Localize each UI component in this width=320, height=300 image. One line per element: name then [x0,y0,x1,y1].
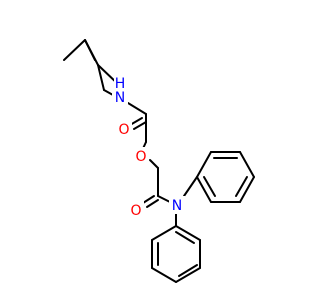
atom-o-amide-2-label: O [130,203,141,219]
bond-carbonyl2-o-2 [146,199,159,208]
ring1-edge-4 [239,176,255,203]
ring2-edge-6 [175,225,201,241]
atom-o-ether-label: O [135,149,146,165]
ring2-inner-3 [175,231,195,244]
phenyl-ring-upper [183,151,255,203]
bond-carbonyl-o-2 [133,121,147,130]
bond-nh-carbonyl [127,102,147,115]
atom-nh: N H [112,76,128,106]
isopentyl-chain [63,39,120,96]
ring2-edge-4 [175,267,201,283]
atom-o-amide-2: O [128,201,144,219]
bond-carbonyl2-o-1 [142,195,155,204]
molecule-canvas: N H O O O N [63,39,255,283]
atom-o-ether: O [133,147,149,165]
ring1-edge-3 [239,151,255,178]
ring1-edge-6 [196,176,212,203]
bond-ether-o-ch2 [149,159,159,169]
ring1-inner-2 [235,176,248,197]
ring1-inner-3 [203,176,216,197]
phenyl-ring-lower [151,211,201,283]
atom-n-diphenyl: N [169,196,185,214]
atom-o-amide-1-label: O [118,122,129,138]
atom-labels: N H O O O N [112,76,185,219]
atom-o-amide-1: O [116,120,132,138]
molecule-structure-diagram: N H O O O N [63,39,255,283]
ring1-edge-1 [196,151,212,178]
bond-methyl-a [63,39,86,61]
ring2-edge-3 [151,267,177,283]
atom-n-diphenyl-label: N [172,198,182,214]
bond-chain-1 [84,39,99,66]
bond-chain-4 [103,89,114,96]
tertiary-amide-group [142,195,173,208]
atom-nh-h-label: H [115,76,126,92]
secondary-amide-group [127,102,147,143]
atom-nh-n-label: N [115,90,125,106]
bond-chain-3 [97,64,105,91]
ring2-inner-2 [178,264,198,277]
bond-n-ring1 [183,176,198,197]
ring2-edge-1 [151,225,177,241]
